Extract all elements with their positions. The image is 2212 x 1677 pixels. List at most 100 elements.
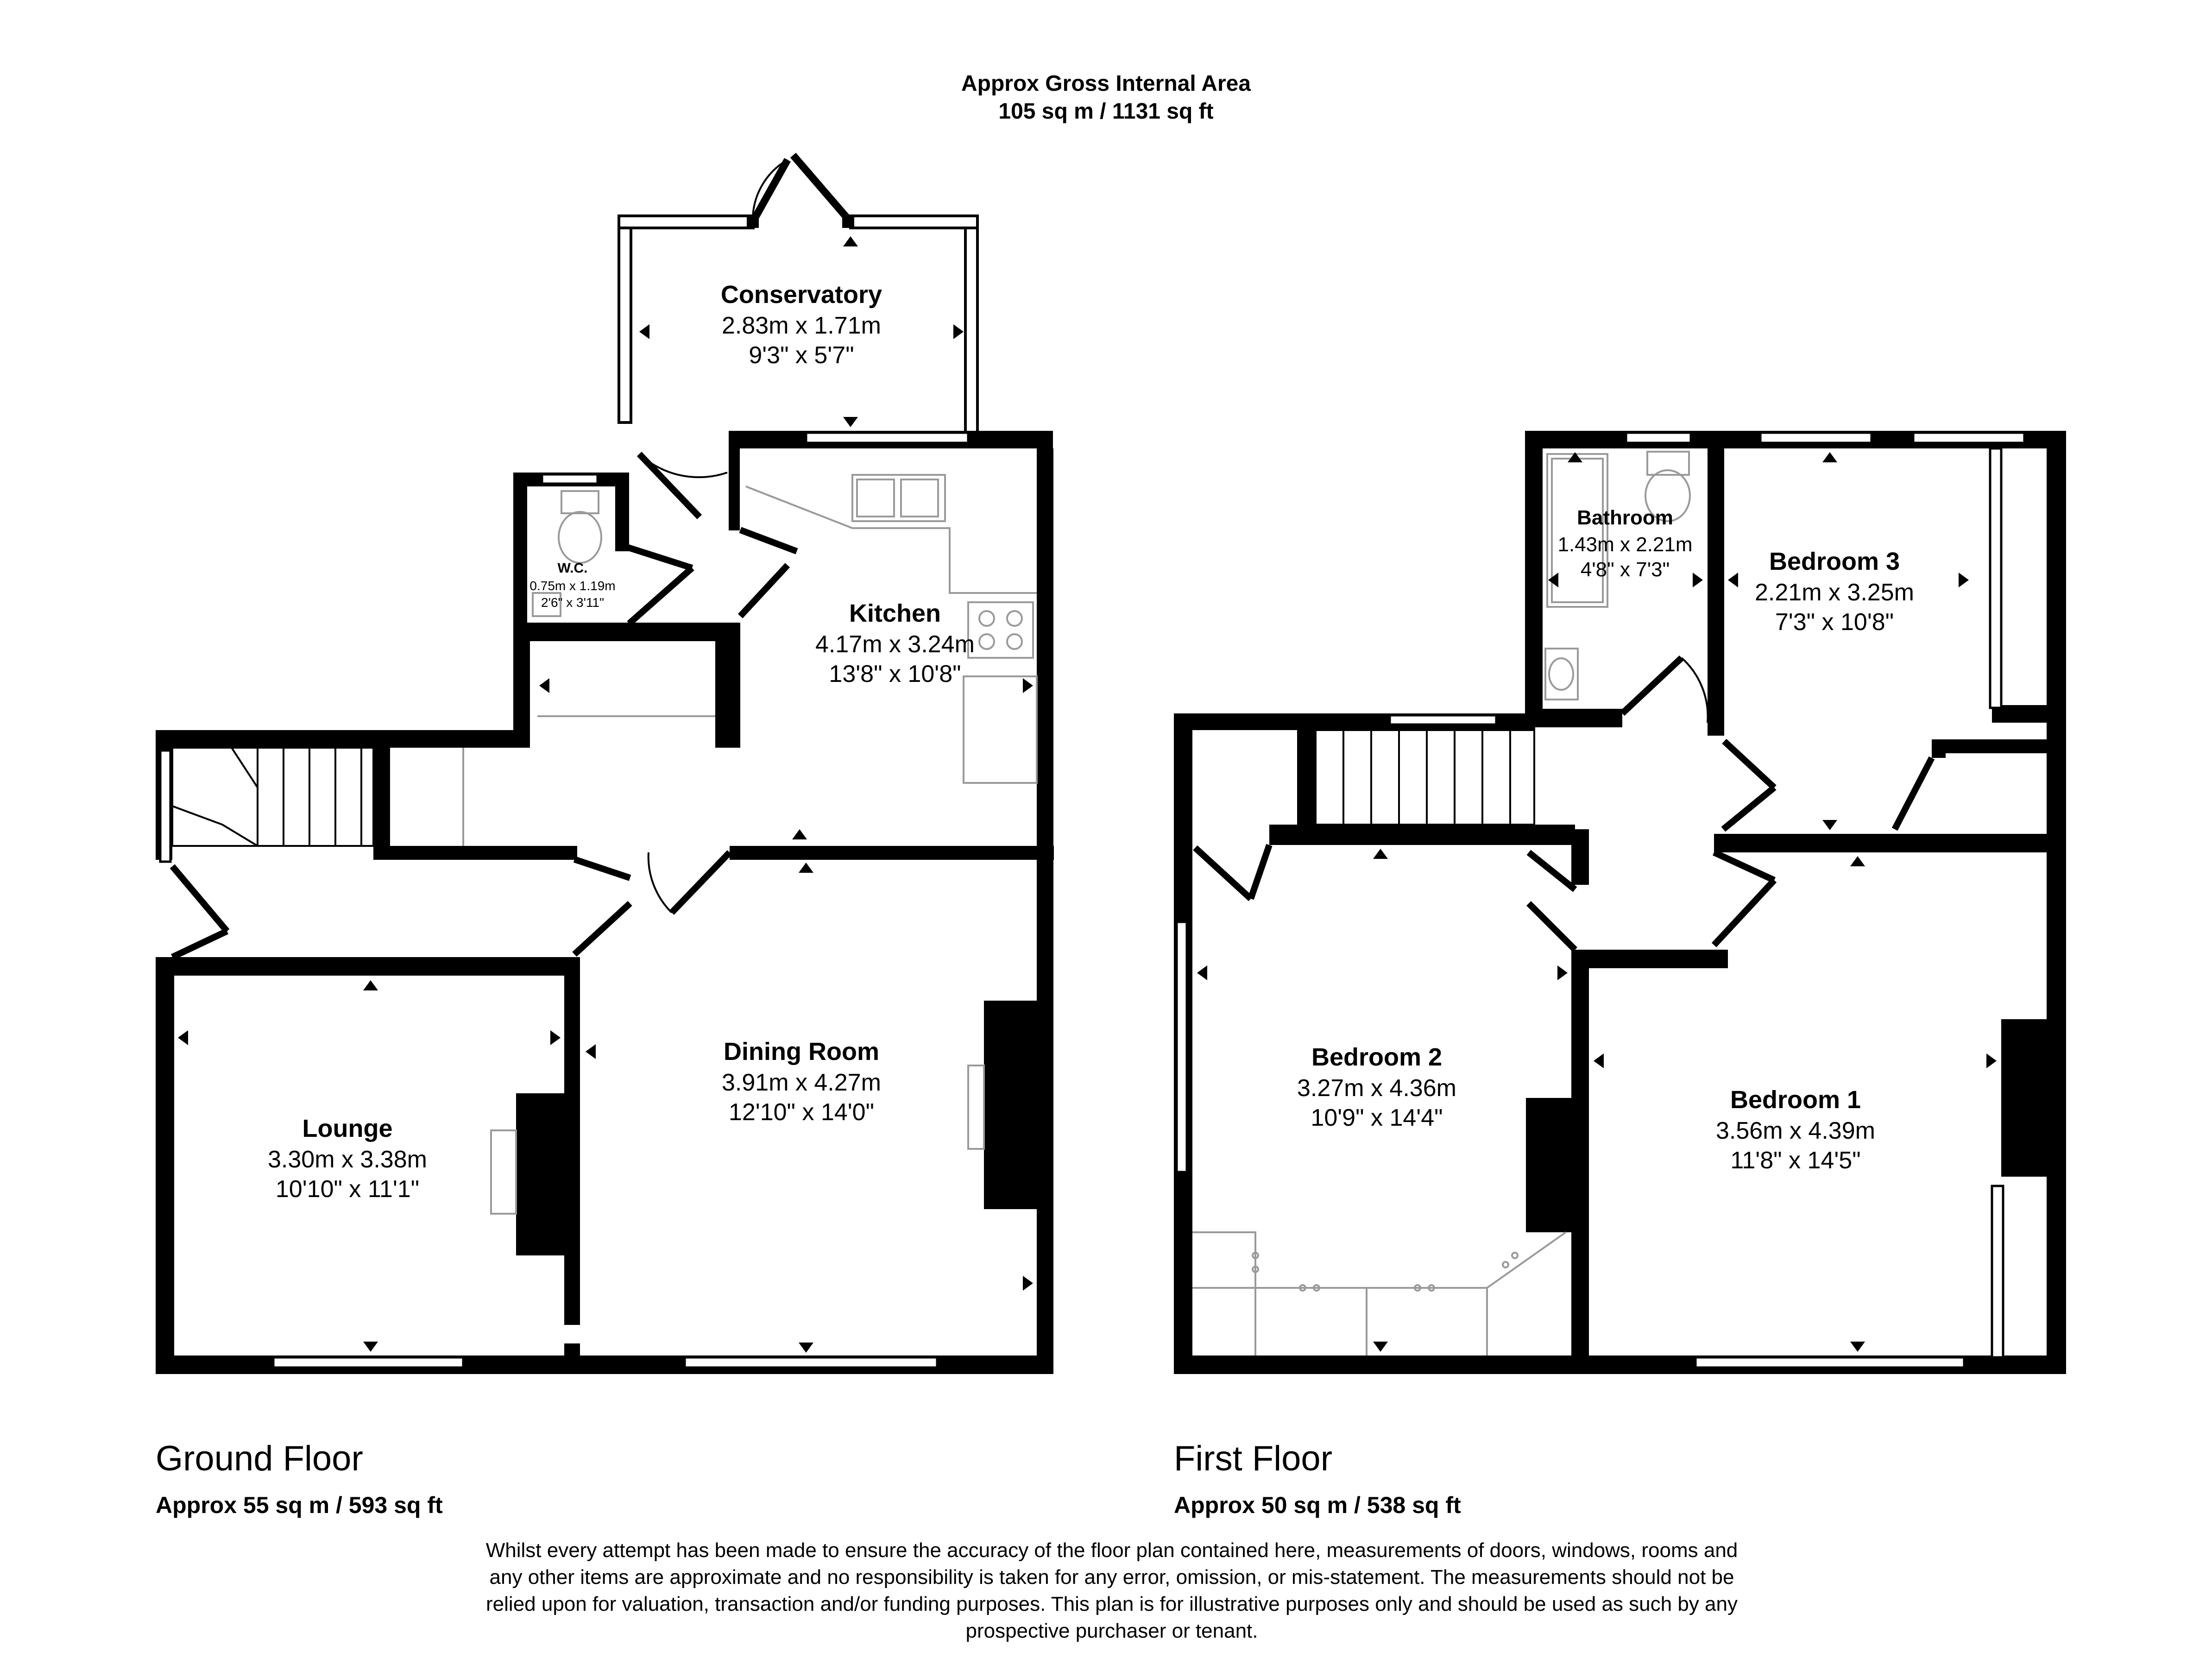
label-bedroom2: Bedroom 2 3.27m x 4.36m 10'9" x 14'4": [1297, 1043, 1456, 1131]
wc-imperial: 2'6" x 3'11": [541, 595, 604, 610]
first-dimension-arrows: [1197, 452, 1997, 1352]
wc-window: [541, 473, 599, 485]
conservatory-door: [750, 152, 854, 225]
bedroom1-chimney-breast: [2001, 1019, 2047, 1177]
disclaimer-line: Whilst every attempt has been made to en…: [485, 1539, 1738, 1562]
hall-wall: [513, 639, 530, 737]
stair-window: [159, 749, 172, 863]
label-lounge: Lounge 3.30m x 3.38m 10'10" x 11'1": [268, 1115, 427, 1203]
disclaimer-line: relied upon for valuation, transaction a…: [486, 1593, 1738, 1615]
bedroom3-name: Bedroom 3: [1769, 548, 1900, 575]
kitchen-window: [805, 431, 970, 444]
ground-floor-title: Ground Floor: [156, 1439, 363, 1478]
bedroom3-imperial: 7'3" x 10'8": [1775, 609, 1894, 636]
bedroom1-metric: 3.56m x 4.39m: [1716, 1117, 1875, 1144]
lounge-window: [272, 1356, 465, 1369]
kitchen-metric: 4.17m x 3.24m: [815, 631, 975, 658]
disclaimer-line: prospective purchaser or tenant.: [965, 1620, 1258, 1642]
dining-chimney-breast: [984, 1001, 1037, 1209]
label-conservatory: Conservatory 2.83m x 1.71m 9'3" x 5'7": [721, 281, 882, 369]
dining-metric: 3.91m x 4.27m: [722, 1069, 881, 1096]
ground-floor-plan: [156, 152, 1054, 1374]
bedroom1-imperial: 11'8" x 14'5": [1730, 1147, 1860, 1174]
bathroom-window: [1625, 431, 1692, 444]
lounge-wall-left: [156, 957, 174, 1373]
wc-name: W.C.: [558, 561, 588, 576]
stair-wall-right: [373, 748, 390, 850]
lounge-wall-top: [156, 957, 568, 976]
conservatory-imperial: 9'3" x 5'7": [749, 342, 854, 369]
bedroom1-wardrobe: [1991, 1185, 2004, 1359]
kitchen-name: Kitchen: [849, 599, 941, 627]
ground-dimension-arrows: [178, 236, 1033, 1353]
kitchen-imperial: 13'8" x 10'8": [829, 661, 961, 687]
bedroom2-imperial: 10'9" x 14'4": [1311, 1104, 1443, 1131]
first-floor-plan: [1174, 431, 2066, 1374]
hall-wall-bottom: [373, 846, 577, 860]
label-wc: W.C. 0.75m x 1.19m 2'6" x 3'11": [529, 561, 615, 610]
bathroom-metric: 1.43m x 2.21m: [1557, 533, 1692, 556]
bathroom-wall-left: [1525, 431, 1543, 727]
ground-wall-right: [1037, 448, 1053, 1373]
bedroom2-chimney-breast: [1526, 1098, 1571, 1232]
bedroom1-bedroom2-wall: [1571, 950, 1589, 1374]
label-bedroom3: Bedroom 3 2.21m x 3.25m 7'3" x 10'8": [1755, 548, 1914, 636]
conservatory-walls: [618, 214, 979, 440]
stair-wall-top: [156, 730, 530, 748]
bedroom3-window-left: [1759, 431, 1873, 444]
lounge-metric: 3.30m x 3.38m: [268, 1146, 427, 1173]
lounge-fireplace: [490, 1129, 517, 1215]
ground-doors: [170, 452, 798, 960]
cupboard-post: [1932, 739, 1946, 758]
lounge-imperial: 10'10" x 11'1": [276, 1176, 419, 1203]
bedroom2-wall-landing: [1269, 825, 1575, 845]
bathroom-wall-bottom: [1525, 709, 1622, 727]
wc-wall-left: [513, 473, 527, 625]
bathroom-imperial: 4'8" x 7'3": [1581, 558, 1670, 581]
first-doors: [1193, 655, 1935, 952]
lounge-chimney-breast: [516, 1093, 564, 1255]
bedroom1-name: Bedroom 1: [1730, 1086, 1861, 1114]
ground-staircase: [171, 747, 374, 847]
first-wall-right: [2047, 431, 2066, 1374]
first-staircase: [1315, 729, 1535, 826]
conservatory-metric: 2.83m x 1.71m: [722, 312, 881, 339]
bedroom1-wall-landing: [1575, 950, 1728, 968]
bedroom1-wall-top: [1714, 834, 2066, 852]
gross-area-heading: Approx Gross Internal Area: [961, 71, 1251, 96]
bedroom2-fitted-units: [1192, 1231, 1567, 1355]
bedroom3-wardrobe: [1989, 447, 2003, 709]
lounge-dining-wall: [564, 957, 580, 1373]
bedroom3-cupboard-wall-bottom: [1932, 739, 2047, 753]
conservatory-name: Conservatory: [721, 281, 882, 309]
room-labels: Conservatory 2.83m x 1.71m 9'3" x 5'7" W…: [268, 281, 1914, 1203]
bedroom2-metric: 3.27m x 4.36m: [1297, 1075, 1456, 1102]
disclaimer-line: any other items are approximate and no r…: [489, 1566, 1734, 1589]
gross-area-value: 105 sq m / 1131 sq ft: [998, 99, 1214, 124]
kitchen-wall-left: [729, 431, 740, 530]
bathroom-name: Bathroom: [1577, 506, 1673, 529]
kitchen-dining-wall: [730, 846, 1054, 860]
landing-window: [1388, 714, 1498, 726]
dining-fireplace: [967, 1065, 985, 1150]
dining-name: Dining Room: [724, 1038, 879, 1065]
hall-partition: [715, 623, 740, 748]
label-bathroom: Bathroom 1.43m x 2.21m 4'8" x 7'3": [1557, 506, 1692, 581]
dining-imperial: 12'10" x 14'0": [729, 1099, 874, 1126]
bathroom-bedroom3-wall: [1708, 448, 1724, 736]
bedroom3-window-right: [1912, 431, 2026, 444]
label-kitchen: Kitchen 4.17m x 3.24m 13'8" x 10'8": [815, 599, 975, 687]
wc-fittings: [532, 490, 602, 617]
kitchen-units: [462, 474, 1038, 846]
ground-floor-area: Approx 55 sq m / 593 sq ft: [156, 1492, 443, 1518]
disclaimer: Whilst every attempt has been made to en…: [408, 1537, 1816, 1645]
wall-gap: [564, 1325, 580, 1343]
first-floor-area: Approx 50 sq m / 538 sq ft: [1174, 1492, 1461, 1518]
bedroom1-window: [1694, 1356, 1966, 1369]
label-bedroom1: Bedroom 1 3.56m x 4.39m 11'8" x 14'5": [1716, 1086, 1875, 1174]
wc-wall-right: [615, 473, 629, 551]
label-dining: Dining Room 3.91m x 4.27m 12'10" x 14'0": [722, 1038, 881, 1126]
bedroom2-name: Bedroom 2: [1311, 1043, 1442, 1071]
landing-wall: [1571, 829, 1589, 885]
